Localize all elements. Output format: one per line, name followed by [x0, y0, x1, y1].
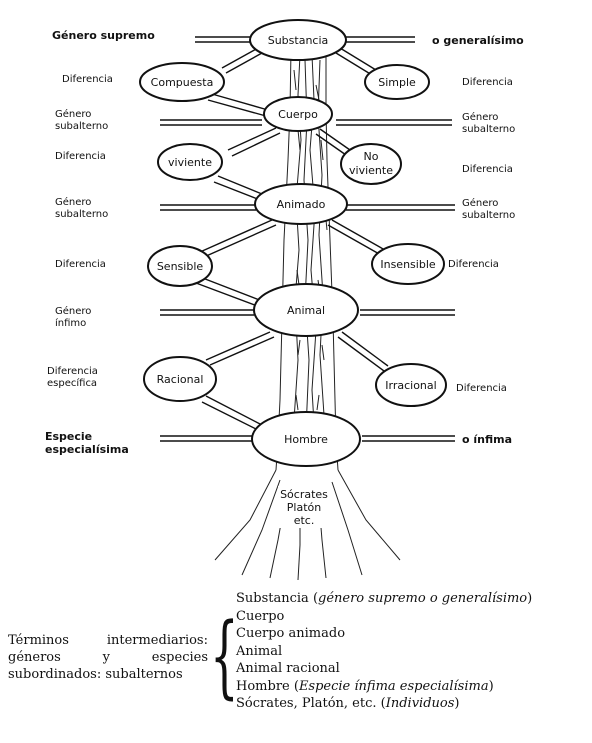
node-viviente-label: viviente [168, 156, 212, 169]
node-simple-label: Simple [378, 76, 416, 89]
label-generalisimo: o generalísimo [432, 34, 524, 47]
node-irracional: Irracional [375, 363, 447, 407]
node-compuesta: Compuesta [139, 62, 225, 102]
label-right-diferencia-1: Diferencia [462, 77, 513, 88]
label-especie-a: Especie [45, 430, 92, 443]
node-animado: Animado [254, 183, 348, 225]
label-right-diferencia-2: Diferencia [462, 164, 513, 175]
right-labels: o generalísimo Diferencia Género subalte… [432, 34, 524, 446]
summary-left-text: Términos intermediarios: géneros y espec… [8, 633, 208, 682]
label-right-diferencia-4: Diferencia [456, 383, 507, 394]
summary-item: Animal [236, 643, 283, 659]
left-labels: Género supremo Diferencia Género subalte… [45, 29, 155, 456]
label-left-diferencia-3: Diferencia [55, 259, 106, 270]
label-left-genero-subalterno-1b: subalterno [55, 121, 108, 132]
label-diferencia-especifica-b: específica [47, 377, 97, 389]
label-genero-infimo-a: Género [55, 305, 91, 317]
node-no-viviente-label-2: viviente [349, 164, 393, 177]
node-sensible-label: Sensible [157, 260, 204, 273]
node-viviente: viviente [157, 143, 223, 181]
node-no-viviente-label-1: No [364, 150, 379, 163]
node-racional: Racional [143, 356, 217, 402]
node-cuerpo: Cuerpo [263, 96, 333, 132]
label-left-diferencia-2: Diferencia [55, 151, 106, 162]
node-irracional-label: Irracional [385, 379, 436, 392]
node-compuesta-label: Compuesta [151, 76, 214, 89]
node-animal: Animal [253, 283, 359, 337]
summary-item: Hombre (Especie ínfima especialísima) [236, 678, 494, 694]
node-sensible: Sensible [147, 245, 213, 287]
individuals-label: Sócrates Platón etc. [278, 486, 330, 528]
summary-section: Términos intermediarios: géneros y espec… [0, 590, 592, 740]
individual-platon: Platón [287, 501, 321, 514]
node-no-viviente: No viviente [340, 143, 402, 185]
node-racional-label: Racional [157, 373, 204, 386]
individual-socrates: Sócrates [280, 488, 328, 501]
node-cuerpo-label: Cuerpo [278, 108, 318, 121]
label-genero-infimo-b: ínfimo [55, 317, 86, 329]
summary-item: Animal racional [236, 661, 340, 676]
label-left-genero-subalterno-2b: subalterno [55, 209, 108, 220]
label-right-diferencia-3: Diferencia [448, 259, 499, 270]
label-right-genero-subalterno-2a: Género [462, 197, 498, 209]
summary-item: Substancia (género supremo o generalísim… [236, 591, 533, 606]
summary-item: Sócrates, Platón, etc. (Individuos) [236, 696, 460, 711]
node-insensible-label: Insensible [380, 258, 436, 271]
node-animal-label: Animal [287, 304, 325, 317]
node-insensible: Insensible [371, 243, 445, 285]
node-substancia-label: Substancia [268, 34, 329, 47]
label-especie-b: especialísima [45, 443, 129, 456]
node-substancia: Substancia [249, 19, 347, 61]
label-right-genero-subalterno-2b: subalterno [462, 210, 515, 221]
node-hombre: Hombre [251, 411, 361, 467]
node-hombre-label: Hombre [284, 433, 328, 446]
label-left-diferencia-1: Diferencia [62, 74, 113, 85]
label-infima: o ínfima [462, 433, 512, 446]
summary-list: Substancia (género supremo o generalísim… [236, 590, 532, 713]
summary-item: Cuerpo animado [236, 626, 346, 641]
summary-brace: { [210, 604, 239, 709]
label-diferencia-especifica-a: Diferencia [47, 366, 98, 377]
label-left-genero-subalterno-1a: Género [55, 108, 91, 120]
node-animado-label: Animado [277, 198, 326, 211]
individual-etc: etc. [294, 514, 315, 527]
summary-item: Cuerpo [236, 608, 285, 624]
node-simple: Simple [364, 64, 430, 100]
label-right-genero-subalterno-1b: subalterno [462, 124, 515, 135]
label-genero-supremo: Género supremo [52, 29, 155, 42]
label-left-genero-subalterno-2a: Género [55, 196, 91, 208]
label-right-genero-subalterno-1a: Género [462, 111, 498, 123]
